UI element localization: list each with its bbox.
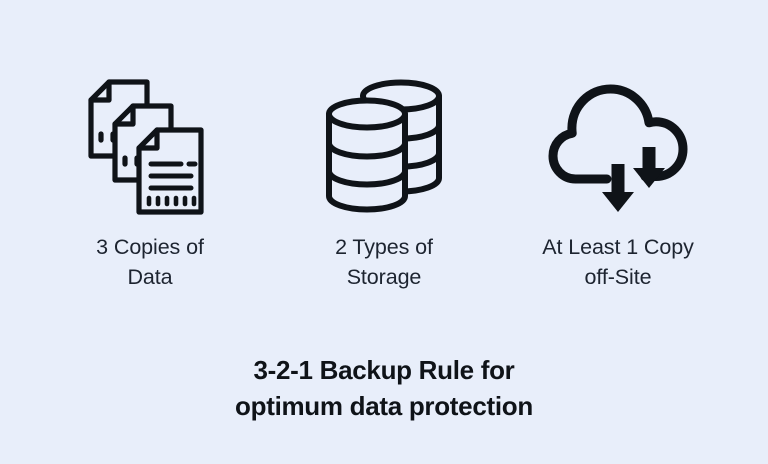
rule-column-copies: 3 Copies of Data [44,78,256,292]
headline-line-2: optimum data protection [235,391,533,421]
cloud-download-icon [545,78,691,218]
caption-line-2: Storage [346,265,422,289]
rule-columns: 3 Copies of Data [0,78,768,292]
rule-column-storage: 2 Types of Storage [278,78,490,292]
database-stack-icon [319,78,449,218]
rule-caption-storage: 2 Types of Storage [335,232,433,292]
rule-column-offsite: At Least 1 Copy off-Site [512,78,724,292]
caption-line-1: At Least 1 Copy [542,235,694,259]
caption-line-1: 2 Types of [335,235,433,259]
rule-caption-offsite: At Least 1 Copy off-Site [542,232,694,292]
rule-caption-copies: 3 Copies of Data [96,232,204,292]
caption-line-2: off-Site [584,265,652,289]
caption-line-2: Data [127,265,173,289]
documents-stack-icon [85,78,215,218]
caption-line-1: 3 Copies of [96,235,204,259]
infographic-headline: 3-2-1 Backup Rule for optimum data prote… [0,352,768,424]
headline-line-1: 3-2-1 Backup Rule for [253,355,515,385]
